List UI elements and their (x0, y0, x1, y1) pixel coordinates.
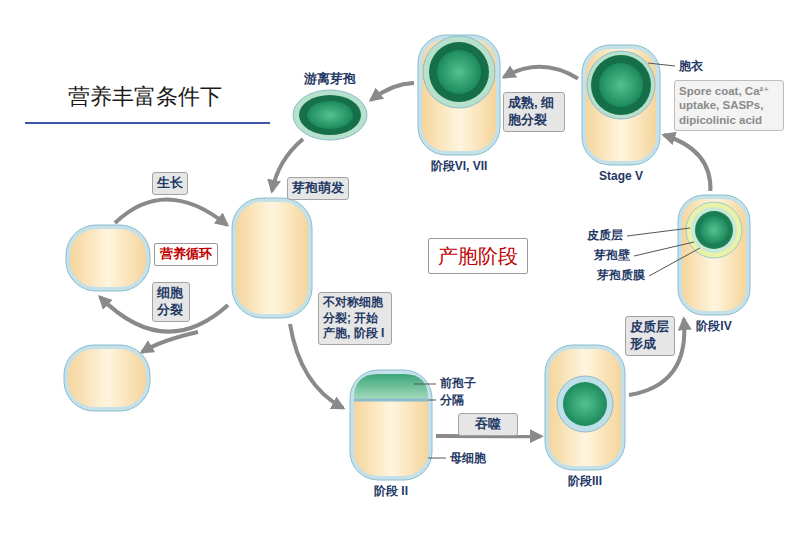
forespore (354, 374, 428, 400)
spore-core (307, 101, 353, 129)
label-box: 芽孢萌发 (287, 177, 349, 200)
leader-lines (414, 63, 700, 458)
leader-line (649, 248, 700, 276)
cell-node: Stage V (582, 45, 660, 165)
part-label: 皮质层 (587, 228, 623, 242)
cell-node: 阶段III (545, 345, 625, 470)
cell-node: 阶段 II (350, 370, 432, 480)
cytoplasm (682, 199, 746, 311)
spore-wall (691, 207, 737, 253)
highlight-box: 营养循环 (154, 243, 218, 266)
stage-iv-cell (678, 195, 750, 315)
spore-core (700, 216, 728, 244)
cell-wall (66, 225, 150, 291)
label-box: 细胞 分裂 (152, 282, 190, 322)
spore (299, 95, 361, 135)
diagram-title: 营养丰富条件下 (68, 84, 222, 110)
edge-label: 成熟, 细胞分裂 (503, 92, 565, 132)
spore-coat (423, 36, 495, 108)
cell-wall (545, 345, 625, 470)
stage-label: 阶段 II (374, 484, 408, 498)
box-text: 生长 (157, 175, 183, 192)
stage-label: Stage V (599, 169, 643, 183)
spore (429, 42, 489, 102)
spore-core (437, 50, 481, 94)
spore (591, 55, 651, 115)
cortex (686, 202, 742, 258)
stage-iii-cell (545, 345, 625, 470)
flow-arrow (504, 67, 578, 79)
label-box: 不对称细胞 分裂; 开始 产胞, 阶段 I (318, 292, 392, 345)
highlight-box: 产胞阶段 (428, 238, 528, 274)
leader-line (428, 400, 436, 401)
part-label: 胞衣 (679, 59, 703, 73)
division-arrow (142, 332, 198, 352)
part-label: 分隔 (440, 393, 464, 407)
leader-line (428, 458, 446, 459)
part-label: 母细胞 (450, 451, 486, 465)
part-label: 前孢子 (440, 376, 476, 390)
cytoplasm (70, 229, 146, 287)
septum (354, 399, 428, 402)
stage-label: 阶段IV (696, 319, 731, 333)
leader-line (648, 63, 675, 66)
leader-line (634, 242, 694, 256)
stage-label: 游离芽孢 (304, 71, 356, 87)
flow-arrow (371, 83, 414, 100)
free-spore (293, 90, 367, 140)
box-text: 细胞 分裂 (157, 285, 185, 319)
cytoplasm (68, 349, 146, 407)
edge-label: 皮质层 形成 (625, 316, 675, 356)
cell-wall (350, 370, 432, 480)
spore-membrane (695, 211, 733, 249)
cell-node: 阶段VI, VII (418, 35, 500, 155)
cytoplasm (236, 202, 308, 314)
vegetative-cell (66, 225, 150, 291)
cytoplasm (549, 349, 621, 466)
spore-coat (587, 51, 655, 119)
growth-arrow (115, 199, 227, 225)
cell-wall (232, 198, 312, 318)
cytoplasm (586, 49, 656, 161)
note-box: Spore coat, Ca²⁺ uptake, SASPs, dipicoli… (674, 80, 784, 131)
cytoplasm (354, 374, 428, 476)
part-label: 芽孢质膜 (597, 268, 645, 282)
edge-label: 吞噬 (458, 413, 518, 436)
box-text: 营养循环 (160, 246, 212, 263)
spore-core (599, 63, 643, 107)
stage-vi-vii-cell (418, 35, 500, 155)
part-label: 芽孢壁 (594, 248, 630, 262)
cell-wall (418, 35, 500, 155)
stage-label: 阶段III (568, 474, 602, 488)
box-text: 产胞阶段 (438, 243, 518, 269)
cell-node: 阶段IV (678, 195, 750, 315)
title-rule (25, 122, 270, 124)
cell-node: 游离芽孢 (293, 90, 367, 140)
stage-ii-cell (350, 370, 432, 480)
cell-wall (678, 195, 750, 315)
vegetative-cell (232, 198, 312, 318)
forespore (563, 382, 607, 426)
flow-arrow (664, 135, 710, 191)
engulfing-membrane (557, 376, 613, 432)
stage-label: 阶段VI, VII (431, 159, 488, 173)
box-text: Spore coat, Ca²⁺ uptake, SASPs, dipicoli… (679, 84, 779, 127)
box-text: 芽孢萌发 (292, 180, 344, 197)
spore-coat (293, 90, 367, 140)
vegetative-cell (64, 345, 150, 411)
leader-line (627, 228, 690, 236)
box-text: 不对称细胞 分裂; 开始 产胞, 阶段 I (323, 295, 387, 342)
leader-line (414, 384, 436, 385)
cell-wall (64, 345, 150, 411)
label-box: 生长 (152, 172, 188, 195)
